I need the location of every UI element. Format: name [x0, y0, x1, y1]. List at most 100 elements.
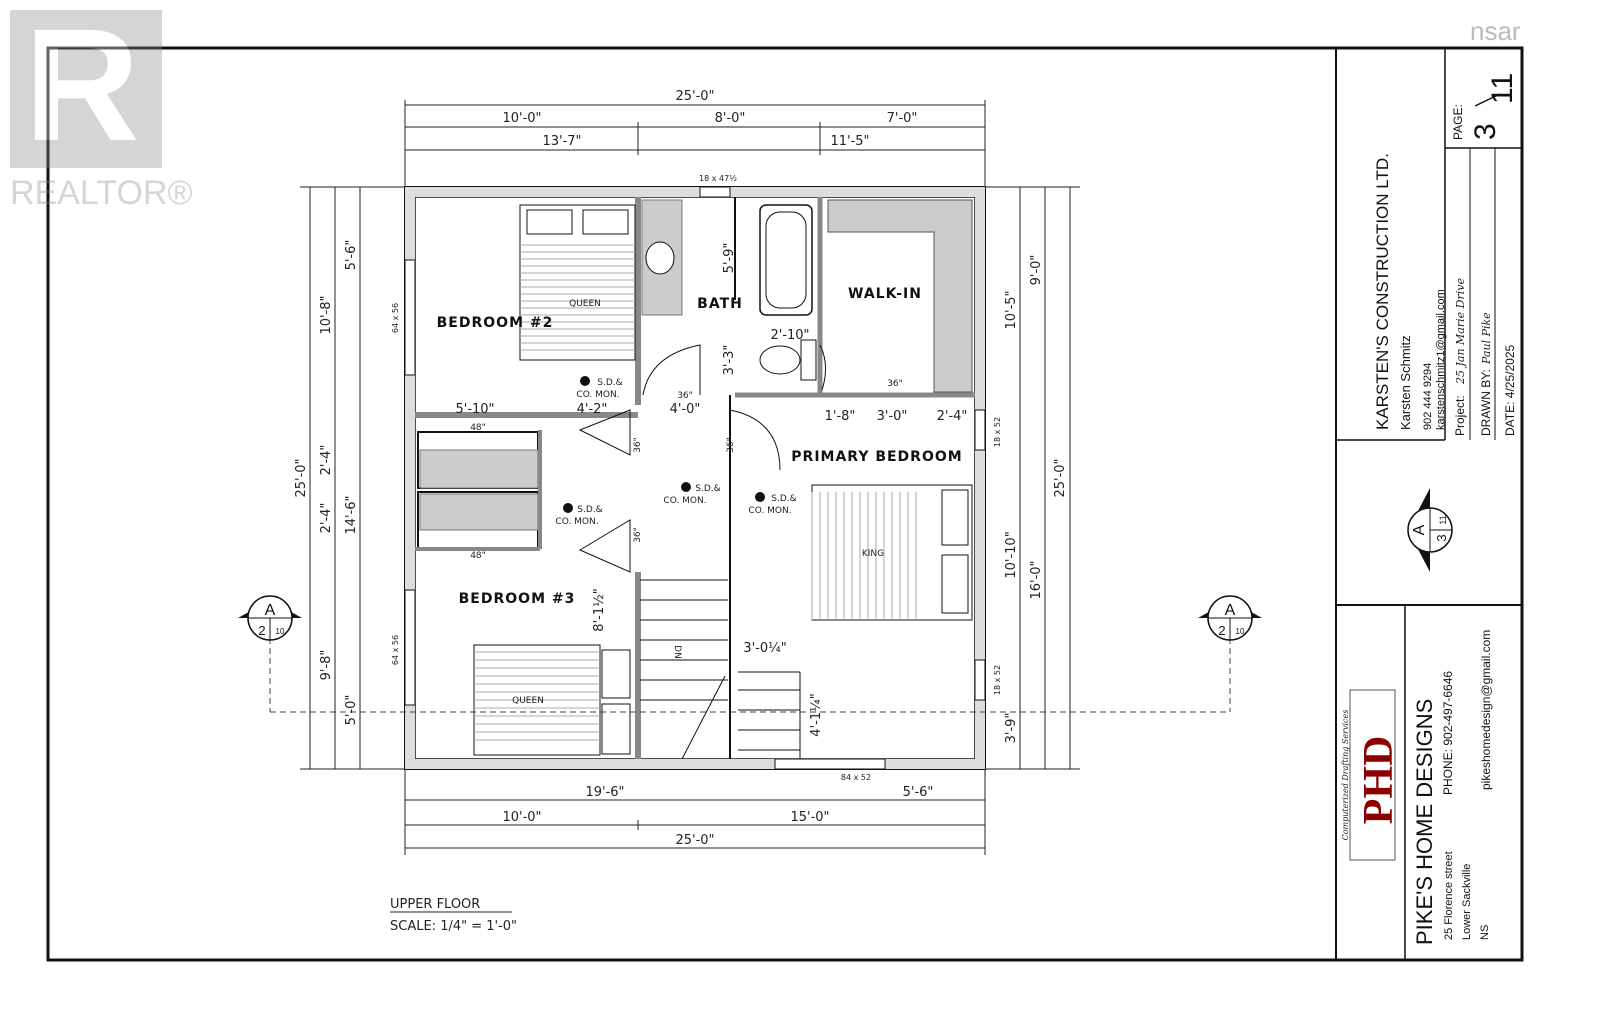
company-email: pikeshomedesign@gmail.com	[1479, 630, 1493, 790]
dim-2-10: 2'-10"	[770, 328, 809, 343]
svg-text:CO. MON.: CO. MON.	[748, 506, 791, 516]
dim-top-d: 13'-7"	[542, 134, 581, 149]
svg-text:S.D.&: S.D.&	[695, 484, 720, 494]
page-number: 3	[1469, 123, 1502, 140]
svg-text:2: 2	[1218, 623, 1225, 638]
dim-right-total: 25'-0"	[1053, 458, 1068, 497]
stairs-down-label: DN	[672, 645, 682, 659]
dim-top-total: 25'-0"	[675, 89, 714, 104]
door-36-c: 36"	[633, 437, 643, 453]
dim-right-c: 10'-5"	[1004, 290, 1019, 329]
sheet-border	[46, 46, 1524, 962]
plan-caption-scale: SCALE: 1/4" = 1'-0"	[390, 919, 517, 934]
smoke-detector-4: S.D.& CO. MON.	[748, 492, 797, 516]
svg-text:3: 3	[1434, 534, 1449, 541]
dim-left-b: 9'-8"	[319, 650, 334, 681]
dim-4-0: 4'-0"	[670, 402, 701, 417]
dim-left-f: 2'-4"	[319, 445, 334, 476]
bed-label-king: KING	[862, 549, 884, 559]
dim-4-2: 4'-2"	[577, 402, 608, 417]
bed-king	[811, 484, 973, 621]
dim-2-4: 2'-4"	[937, 409, 968, 424]
dim-bot-b: 5'-6"	[903, 785, 934, 800]
dim-bot-d: 15'-0"	[790, 810, 829, 825]
svg-text:10: 10	[276, 627, 285, 636]
dim-left-d: 14'-6"	[344, 495, 359, 534]
svg-text:10: 10	[1236, 627, 1245, 636]
company-name: PIKE'S HOME DESIGNS	[1412, 699, 1437, 945]
window-left-2: 64 x 56	[391, 635, 400, 665]
room-bedroom-3: BEDROOM #3	[459, 591, 576, 607]
floor-plan	[269, 186, 1231, 770]
dim-5-10: 5'-10"	[455, 402, 494, 417]
smoke-detector-3: S.D.& CO. MON.	[555, 503, 603, 527]
dim-3-3: 3'-3"	[722, 345, 737, 376]
plan-caption-title: UPPER FLOOR	[390, 897, 480, 912]
dim-top-e: 11'-5"	[830, 134, 869, 149]
logo-wordmark: PHD	[1356, 736, 1402, 825]
section-marker-titleblock: A 3 11	[1407, 488, 1453, 572]
phd-logo: PHD Computerized Drafting Services	[1341, 689, 1402, 861]
window-right-1: 18 x 52	[993, 417, 1002, 447]
dim-top-a: 10'-0"	[502, 111, 541, 126]
dim-left-total: 25'-0"	[294, 458, 309, 497]
svg-text:A: A	[265, 602, 276, 619]
dim-right-b: 16'-0"	[1029, 560, 1044, 599]
dim-bot-c: 10'-0"	[502, 810, 541, 825]
svg-text:CO. MON.: CO. MON.	[555, 517, 598, 527]
door-36-b: 36"	[887, 379, 903, 389]
closet-48-a: 48"	[470, 423, 486, 433]
logo-tagline: Computerized Drafting Services	[1341, 710, 1350, 841]
window-right-2: 18 x 52	[993, 665, 1002, 695]
svg-text:S.D.&: S.D.&	[771, 494, 796, 504]
client-phone: 902 444 9294	[1422, 363, 1434, 430]
section-marker-left: A 2 10	[238, 595, 302, 641]
drawn-by-label: DRAWN BY:	[1479, 369, 1493, 436]
date-value: DATE: 4/25/2025	[1503, 345, 1517, 436]
section-marker-right: A 2 10	[1198, 595, 1262, 641]
dim-bot-total: 25'-0"	[675, 833, 714, 848]
svg-text:11: 11	[1438, 515, 1448, 524]
window-top: 18 x 47½	[699, 174, 737, 183]
project-label: Project:	[1453, 395, 1467, 436]
dim-left-e: 5'-0"	[344, 695, 359, 726]
realtor-logo-watermark: R REALTOR®	[10, 0, 193, 212]
room-bath: BATH	[697, 296, 743, 312]
title-block: KARSTEN'S CONSTRUCTION LTD. Karsten Schm…	[1336, 48, 1522, 960]
dimension-lines	[300, 100, 1080, 855]
bed-label-queen-1: QUEEN	[569, 299, 601, 309]
dim-right-e: 3'-9"	[1004, 713, 1019, 744]
company-address-1: 25 Florence street	[1443, 851, 1455, 940]
dim-8-1: 8'-1½"	[592, 588, 607, 631]
dim-4-1: 4'-1¼"	[809, 693, 824, 736]
window-bottom: 84 x 52	[841, 773, 871, 782]
svg-text:S.D.&: S.D.&	[597, 378, 622, 388]
smoke-detector-1: S.D.& CO. MON.	[576, 376, 623, 400]
svg-text:2: 2	[258, 623, 265, 638]
svg-text:A: A	[1411, 524, 1428, 535]
svg-text:CO. MON.: CO. MON.	[576, 390, 619, 400]
door-36-a: 36"	[677, 391, 693, 401]
svg-text:R: R	[24, 0, 140, 174]
dim-left-g: 2'-4"	[319, 503, 334, 534]
window-left-1: 64 x 56	[391, 303, 400, 333]
project-value: 25 Jan Marie Drive	[1454, 278, 1467, 385]
dim-top-b: 8'-0"	[715, 111, 746, 126]
closet-48-b: 48"	[470, 551, 486, 561]
svg-text:A: A	[1225, 602, 1236, 619]
dim-1-8: 1'-8"	[825, 409, 856, 424]
bed-label-queen-2: QUEEN	[512, 696, 544, 706]
dim-top-c: 7'-0"	[887, 111, 918, 126]
door-36-d: 36"	[726, 437, 736, 453]
nsar-logo: nsar	[1470, 16, 1521, 46]
company-address-2: Lower Sackville	[1461, 864, 1473, 940]
drawn-by-value: Paul Pike	[1480, 312, 1493, 365]
svg-text:S.D.&: S.D.&	[577, 505, 602, 515]
dim-right-a: 9'-0"	[1029, 255, 1044, 286]
page-label: PAGE:	[1451, 104, 1465, 140]
bed-queen-1	[519, 204, 636, 361]
client-contact: Karsten Schmitz	[1398, 335, 1413, 430]
client-email: karstenschmitz1@gmail.com	[1435, 289, 1447, 430]
company-address-3: NS	[1479, 925, 1491, 940]
